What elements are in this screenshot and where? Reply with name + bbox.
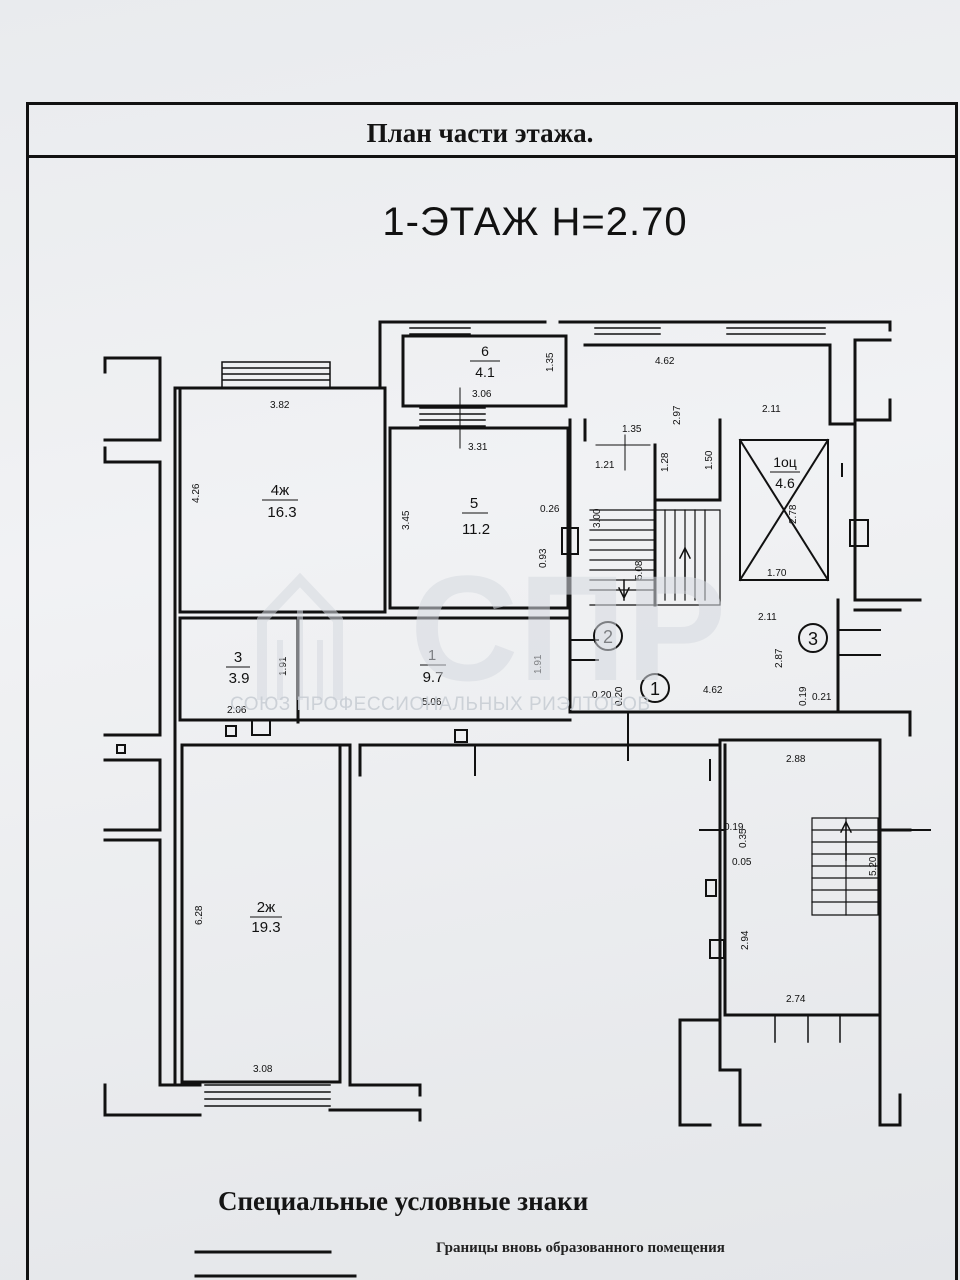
dim: 3.82 bbox=[270, 400, 290, 411]
dim: 2.11 bbox=[758, 612, 777, 623]
dim: 0.20 bbox=[614, 686, 625, 706]
room-5-id: 5 bbox=[470, 495, 478, 512]
watermark-logo: СПР bbox=[257, 544, 726, 712]
marker-2: 2 bbox=[603, 627, 613, 647]
dim: 1.50 bbox=[704, 450, 715, 470]
dim: 1.35 bbox=[622, 424, 642, 435]
dim: 4.62 bbox=[703, 685, 723, 696]
dim: 5.08 bbox=[634, 560, 645, 580]
room-4-id: 4ж bbox=[271, 482, 289, 499]
room-6-id: 6 bbox=[481, 343, 489, 359]
section-markers bbox=[593, 621, 828, 703]
stair-arrows bbox=[617, 546, 853, 861]
page-title: План части этажа. bbox=[366, 118, 594, 148]
dim: 3.31 bbox=[468, 442, 488, 453]
dim: 3.45 bbox=[401, 510, 412, 530]
dim: 1.91 bbox=[278, 656, 289, 676]
dim: 0.21 bbox=[812, 692, 832, 703]
dim: 0.19 bbox=[724, 822, 744, 833]
dim: 5.20 bbox=[868, 856, 879, 876]
dim: 0.20 bbox=[592, 690, 612, 701]
room-1-area: 9.7 bbox=[423, 669, 444, 686]
room-4-area: 16.3 bbox=[267, 504, 296, 521]
marker-1: 1 bbox=[650, 679, 660, 699]
dim: 4.26 bbox=[191, 483, 202, 503]
marker-3: 3 bbox=[808, 629, 818, 649]
dim: 0.93 bbox=[538, 548, 549, 568]
dim: 2.06 bbox=[227, 705, 247, 716]
dim: 2.87 bbox=[774, 648, 785, 668]
room-1oc-id: 1оц bbox=[773, 454, 797, 470]
frame-right-border bbox=[955, 102, 958, 1280]
room-2-area: 19.3 bbox=[251, 919, 280, 936]
dim: 3.00 bbox=[592, 508, 603, 528]
dim: 6.28 bbox=[194, 905, 205, 925]
dim: 2.94 bbox=[740, 930, 751, 950]
dim: 0.19 bbox=[798, 686, 809, 706]
dim: 1.28 bbox=[660, 452, 671, 472]
watermark-caption: СОЮЗ ПРОФЕССИОНАЛЬНЫХ РИЭЛТОРОВ bbox=[230, 694, 651, 715]
windows bbox=[204, 321, 841, 1107]
dim: 2.11 bbox=[762, 404, 781, 415]
dim: 3.06 bbox=[472, 389, 492, 400]
vents bbox=[116, 463, 931, 959]
frame-top-border bbox=[26, 102, 958, 105]
dim: 2.78 bbox=[788, 504, 799, 524]
legend-title: Специальные условные знаки bbox=[218, 1186, 589, 1216]
header-divider bbox=[26, 155, 958, 158]
dim: 2.74 bbox=[786, 994, 806, 1005]
dim: 0.05 bbox=[732, 857, 752, 868]
dim: 3.08 bbox=[253, 1064, 273, 1075]
dim: 0.35 bbox=[738, 828, 749, 848]
dim: 1.91 bbox=[533, 654, 544, 674]
dim: 2.88 bbox=[786, 754, 806, 765]
legend-item-new-room-boundary: Границы вновь образованного помещения bbox=[436, 1240, 725, 1256]
frame-left-border bbox=[26, 102, 29, 1280]
room-3-id: 3 bbox=[234, 649, 242, 666]
floor-title: 1-ЭТАЖ Н=2.70 bbox=[382, 200, 688, 244]
dimension-lines bbox=[459, 387, 651, 471]
room-labels: 6 4.1 4ж 16.3 5 11.2 3 3.9 1 9.7 2ж 19.3… bbox=[226, 343, 800, 936]
dim: 2.97 bbox=[672, 405, 683, 425]
dimension-labels: 4.62 1.35 3.06 3.82 3.31 2.97 2.11 1.35 … bbox=[191, 352, 879, 1075]
watermark-logo-text: СПР bbox=[410, 544, 726, 712]
room-1oc-area: 4.6 bbox=[775, 475, 795, 491]
room-6-area: 4.1 bbox=[475, 364, 495, 380]
room-3-area: 3.9 bbox=[229, 670, 250, 687]
dim: 1.35 bbox=[545, 352, 556, 372]
dim: 1.21 bbox=[595, 460, 615, 471]
outer-walls bbox=[103, 320, 922, 1127]
upper-staircase bbox=[589, 509, 721, 606]
room-5-area: 11.2 bbox=[462, 521, 490, 538]
legend-lines bbox=[194, 1250, 357, 1278]
marker-labels: 2 3 1 bbox=[603, 627, 818, 699]
elevator-shaft bbox=[738, 438, 830, 582]
dim: 4.62 bbox=[655, 356, 675, 367]
dim: 1.70 bbox=[767, 568, 787, 579]
dim: 0.26 bbox=[540, 504, 560, 515]
room-2-id: 2ж bbox=[257, 899, 275, 916]
dim: 5.06 bbox=[422, 697, 442, 708]
room-1-id: 1 bbox=[428, 647, 436, 664]
